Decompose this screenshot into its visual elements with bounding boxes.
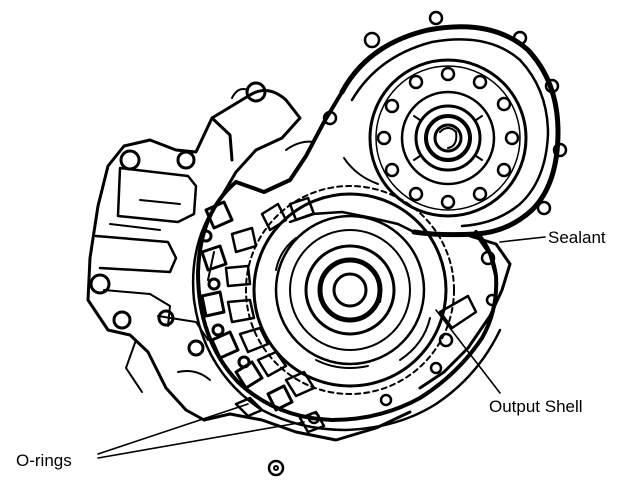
output-gear <box>245 185 455 395</box>
sealant-label: Sealant <box>548 228 606 247</box>
shading-strokes <box>109 140 431 369</box>
output-shell-cover <box>307 234 512 425</box>
case-flange-tabs <box>199 200 294 412</box>
leader-lines <box>97 236 546 459</box>
output-shell-leader-line <box>435 309 501 394</box>
clutch-segments <box>224 196 316 398</box>
sealant-leader-line <box>499 236 546 243</box>
upper-case <box>234 10 568 278</box>
o-rings-label: O-rings <box>16 451 72 470</box>
differential-flange <box>368 58 528 218</box>
o-rings-leader-line-lower <box>97 421 305 459</box>
bottom-flange <box>202 396 412 477</box>
main-case <box>191 180 502 432</box>
output-shell-label: Output Shell <box>489 397 583 416</box>
o-rings-leader-line-upper <box>97 403 249 455</box>
left-housing <box>86 81 302 422</box>
